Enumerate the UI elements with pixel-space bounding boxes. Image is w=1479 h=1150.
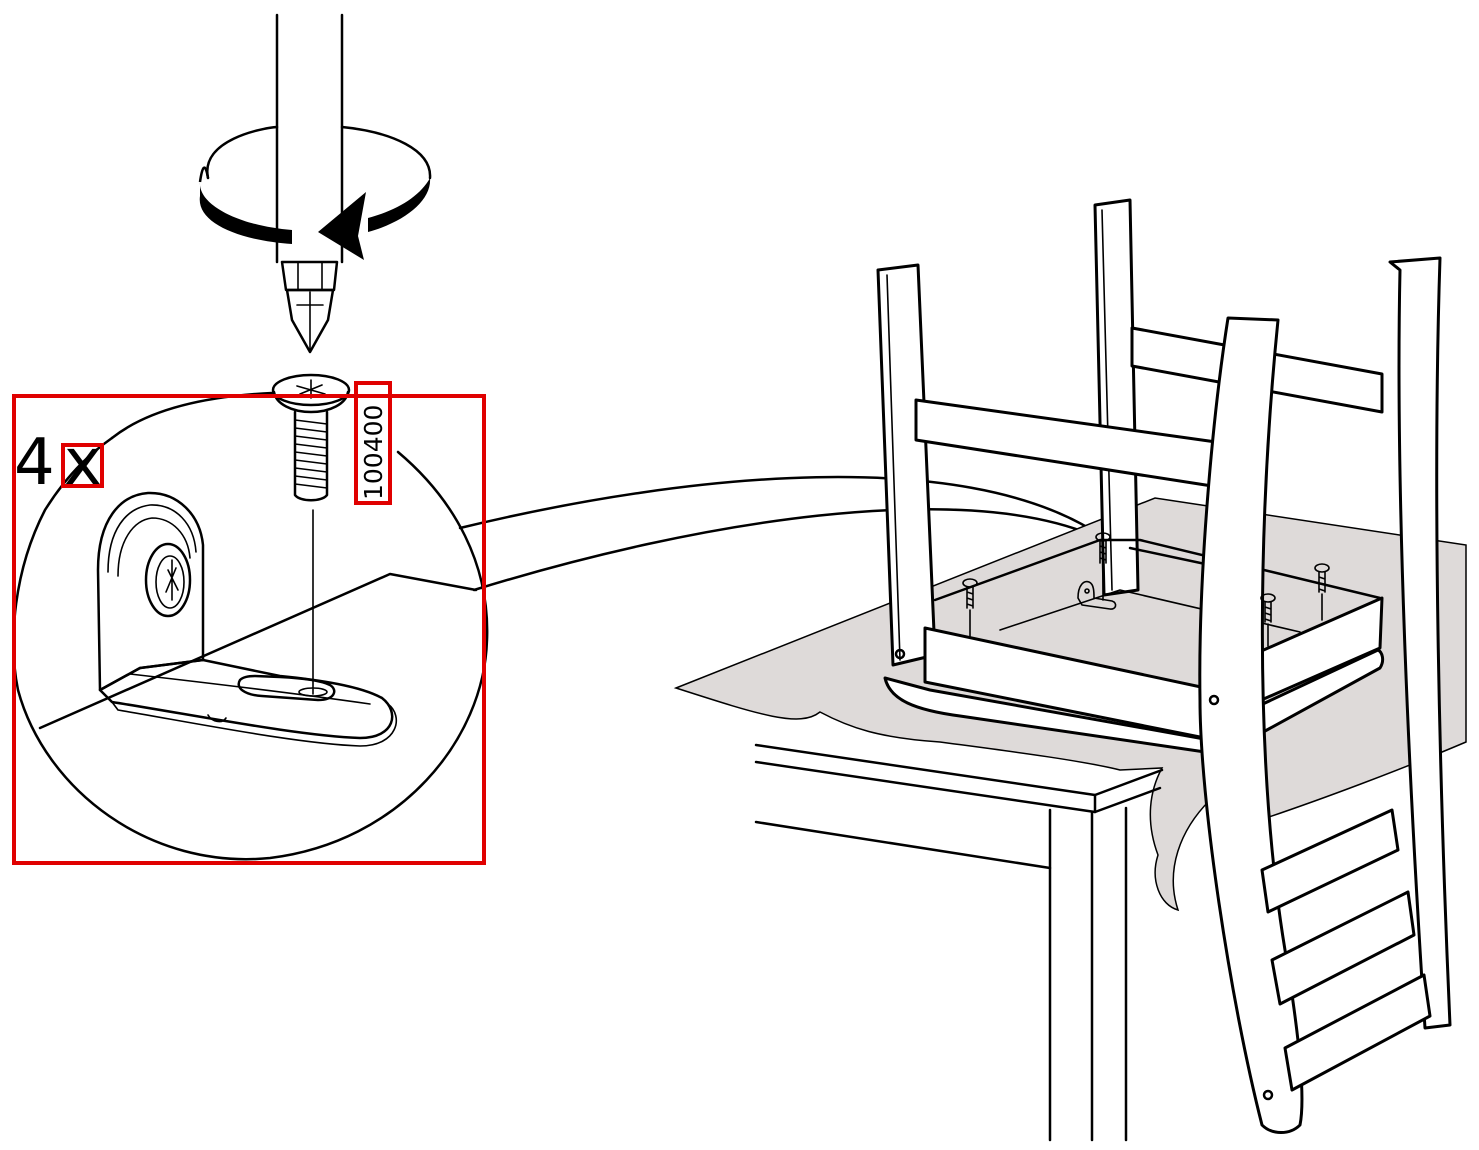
chair-icon — [876, 198, 1452, 1134]
chair-screw — [1260, 593, 1276, 647]
screwdriver-icon — [275, 13, 344, 354]
detail-highlight-box — [12, 394, 486, 865]
chair-screw — [962, 578, 978, 639]
multiplier-highlight-box — [61, 443, 104, 488]
part-number: 100400 — [359, 405, 388, 500]
quantity-multiplier: x — [64, 426, 102, 500]
angle-bracket-icon — [96, 491, 397, 747]
chair-screw — [1095, 532, 1111, 601]
chair-screw — [1314, 563, 1330, 621]
part-number-highlight-box — [354, 381, 392, 505]
chair-bracket — [1077, 580, 1117, 610]
screw-icon — [271, 373, 351, 502]
quantity-number: 4 — [14, 426, 55, 500]
quantity-label: 4 x — [14, 426, 102, 500]
clockwise-rotation-arrow-icon — [198, 125, 432, 260]
